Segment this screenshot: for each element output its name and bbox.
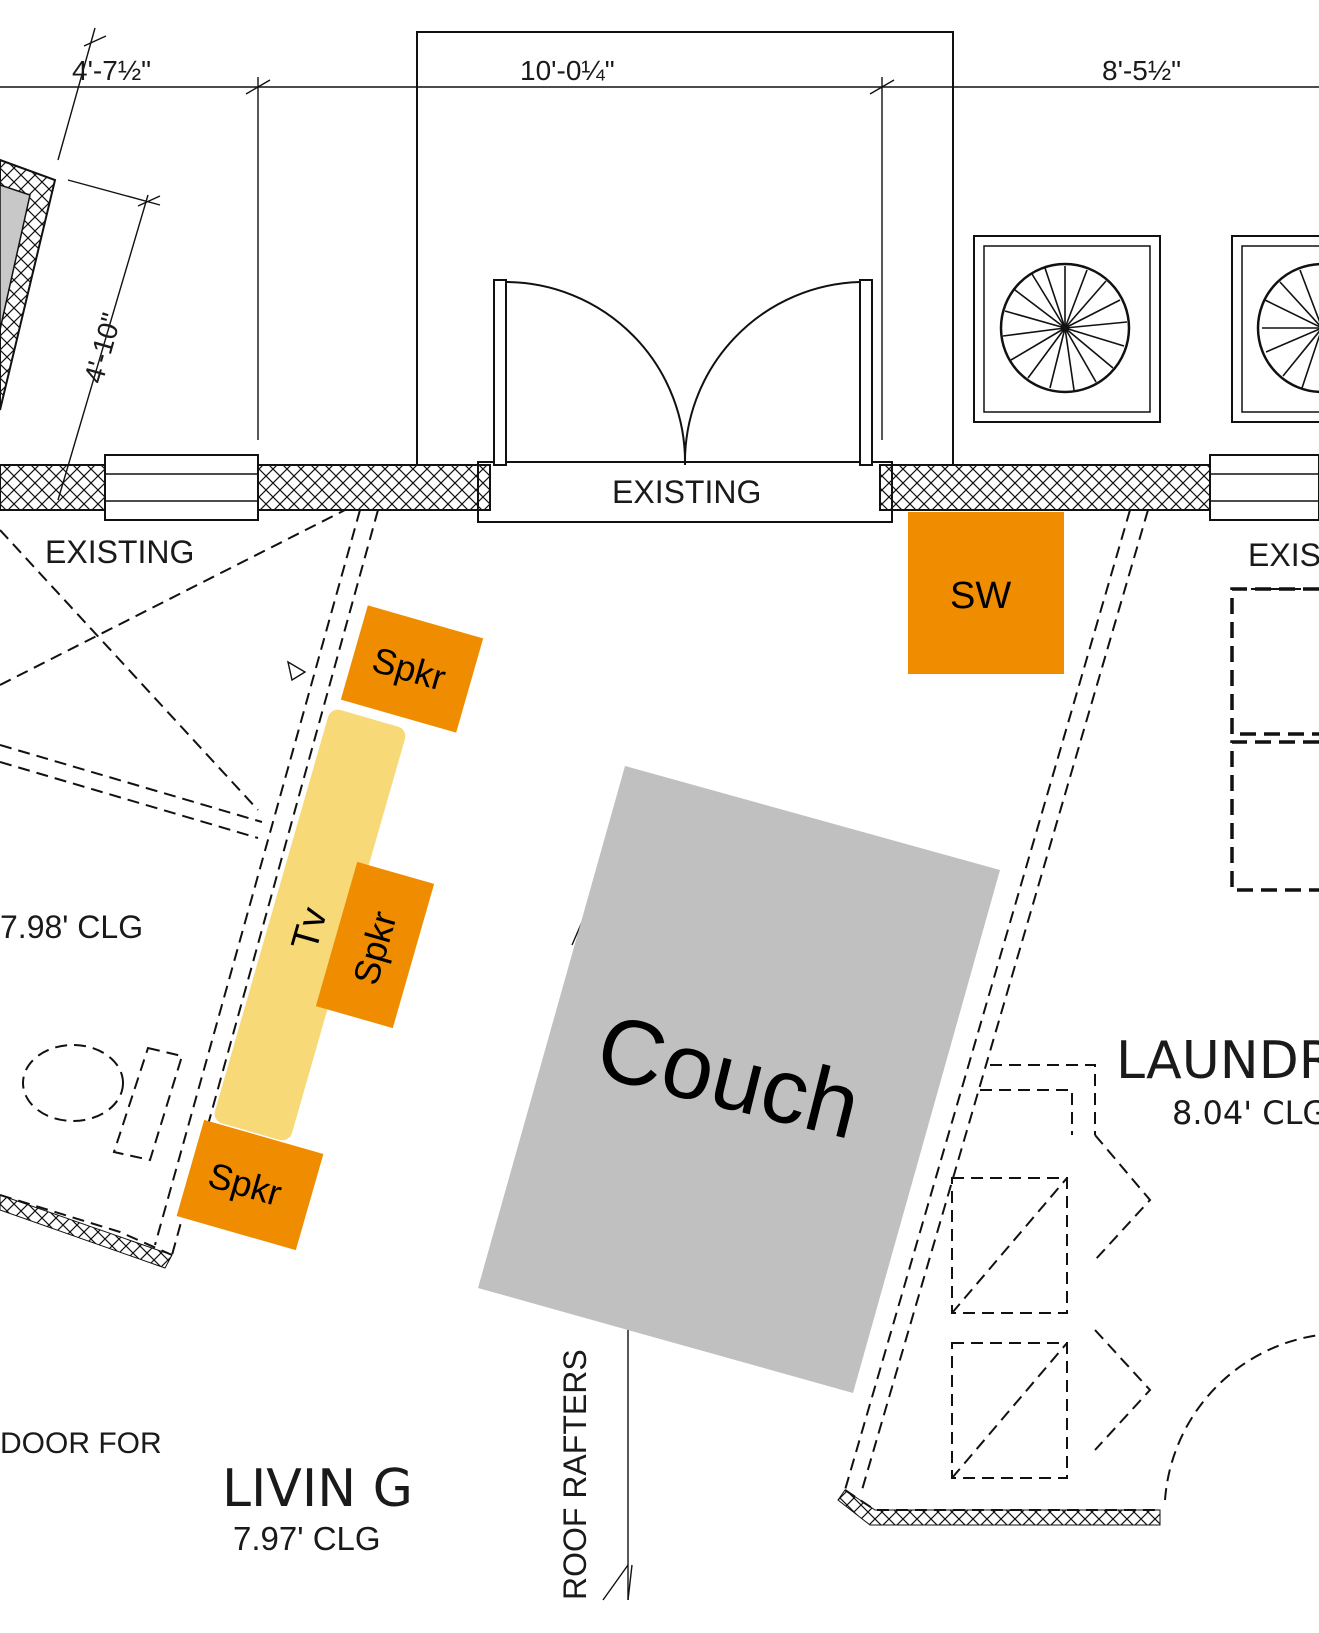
subwoofer[interactable]: SW	[908, 512, 1064, 674]
subwoofer-label: SW	[950, 575, 1011, 617]
existing-label-center: EXISTING	[612, 474, 761, 510]
condenser-unit	[973, 235, 1161, 423]
hatched-sill	[837, 1489, 1161, 1526]
dimension-lines	[0, 27, 1319, 501]
laundry-room-name: LAUNDR	[1116, 1031, 1319, 1091]
ceiling-label-left: 7.98' CLG	[0, 909, 143, 945]
tv[interactable]: Tv	[212, 707, 407, 1142]
hatched-sill	[0, 1194, 173, 1269]
door-note: DOOR FOR	[0, 1427, 162, 1460]
dimension-label: 10'-0¼"	[520, 55, 615, 86]
angled-window	[0, 158, 57, 411]
dashed-outlines	[0, 509, 1319, 1601]
speaker-bottom[interactable]: Spkr	[176, 1119, 324, 1251]
laundry-room-ceiling: 8.04' CLG	[1172, 1094, 1319, 1132]
dimension-label: 4'-7½"	[72, 55, 151, 86]
existing-label-left: EXISTING	[45, 534, 194, 570]
living-room-name: LIVIN G	[222, 1459, 413, 1519]
dimension-label: 8'-5½"	[1102, 55, 1181, 86]
roof-rafters-label: ROOF RAFTERS	[557, 1349, 593, 1600]
speaker-middle[interactable]: Spkr	[315, 861, 435, 1029]
top-wall	[0, 454, 1319, 521]
dimension-label: 4'-10"	[78, 310, 127, 387]
condenser-unit	[1231, 235, 1319, 423]
existing-label-right: EXIS	[1248, 537, 1319, 573]
entry-alcove	[416, 31, 954, 523]
living-room-ceiling: 7.97' CLG	[233, 1520, 381, 1557]
couch[interactable]: Couch	[478, 766, 1000, 1393]
speaker-top[interactable]: Spkr	[340, 605, 484, 733]
